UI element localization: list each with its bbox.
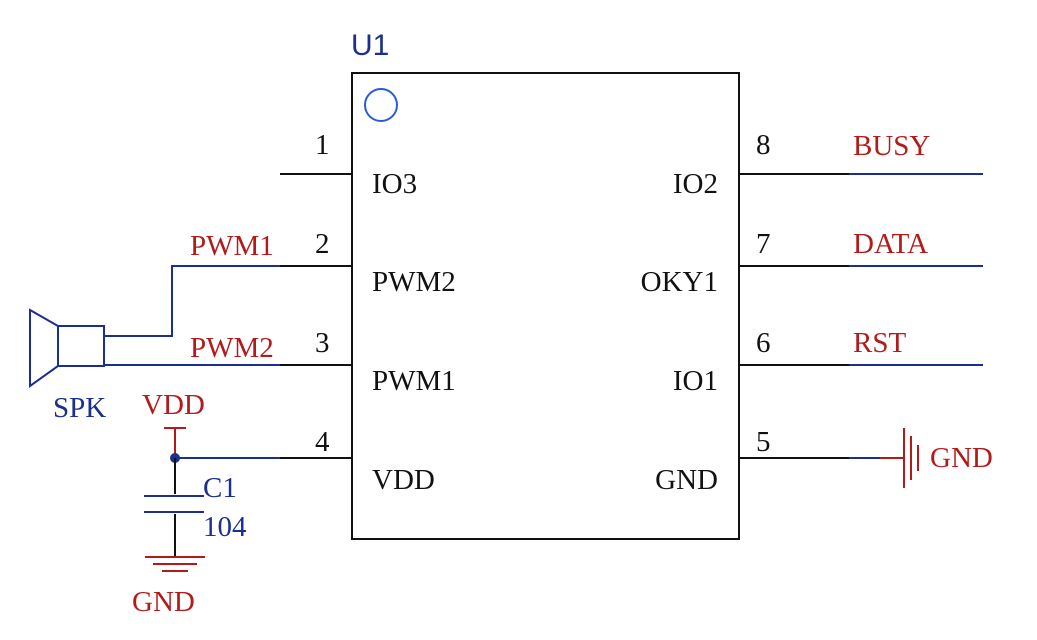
pin-name-oky1: OKY1: [641, 266, 718, 298]
net-label-pwm2: PWM2: [190, 332, 274, 364]
pin-number-5: 5: [756, 426, 771, 458]
net-label-rst: RST: [853, 327, 906, 359]
ic-body: [351, 72, 740, 540]
gnd-right-label: GND: [930, 442, 993, 474]
pin-name-io3: IO3: [372, 168, 417, 200]
pin-name-gnd: GND: [655, 464, 718, 496]
pin-name-io1: IO1: [673, 365, 718, 397]
vdd-label: VDD: [142, 389, 205, 421]
net-label-pwm1: PWM1: [190, 230, 274, 262]
pin-name-pwm2: PWM2: [372, 266, 456, 298]
gnd-bottom-label: GND: [132, 586, 195, 618]
ground-bottom-icon: [145, 556, 205, 572]
pin1-marker-icon: [364, 88, 398, 122]
cap-ref-label: C1: [203, 472, 237, 504]
net-pwm1-wire: [104, 265, 280, 337]
pin-name-io2: IO2: [673, 168, 718, 200]
net-label-data: DATA: [853, 228, 928, 260]
speaker-icon: [29, 308, 105, 388]
pin-number-6: 6: [756, 327, 771, 359]
pin-number-7: 7: [756, 228, 771, 260]
ground-right-icon: [880, 428, 919, 488]
pin-number-4: 4: [315, 426, 330, 458]
pin-number-3: 3: [315, 327, 330, 359]
net-label-busy: BUSY: [853, 130, 930, 162]
ic-ref-label: U1: [351, 29, 389, 62]
cap-value-label: 104: [203, 511, 247, 543]
pin-number-2: 2: [315, 228, 330, 260]
speaker-label: SPK: [53, 392, 106, 424]
pin-name-pwm1: PWM1: [372, 365, 456, 397]
pin-number-1: 1: [315, 129, 330, 161]
vdd-power-icon: [164, 427, 186, 456]
pin-number-8: 8: [756, 129, 771, 161]
pin-name-vdd: VDD: [372, 464, 435, 496]
